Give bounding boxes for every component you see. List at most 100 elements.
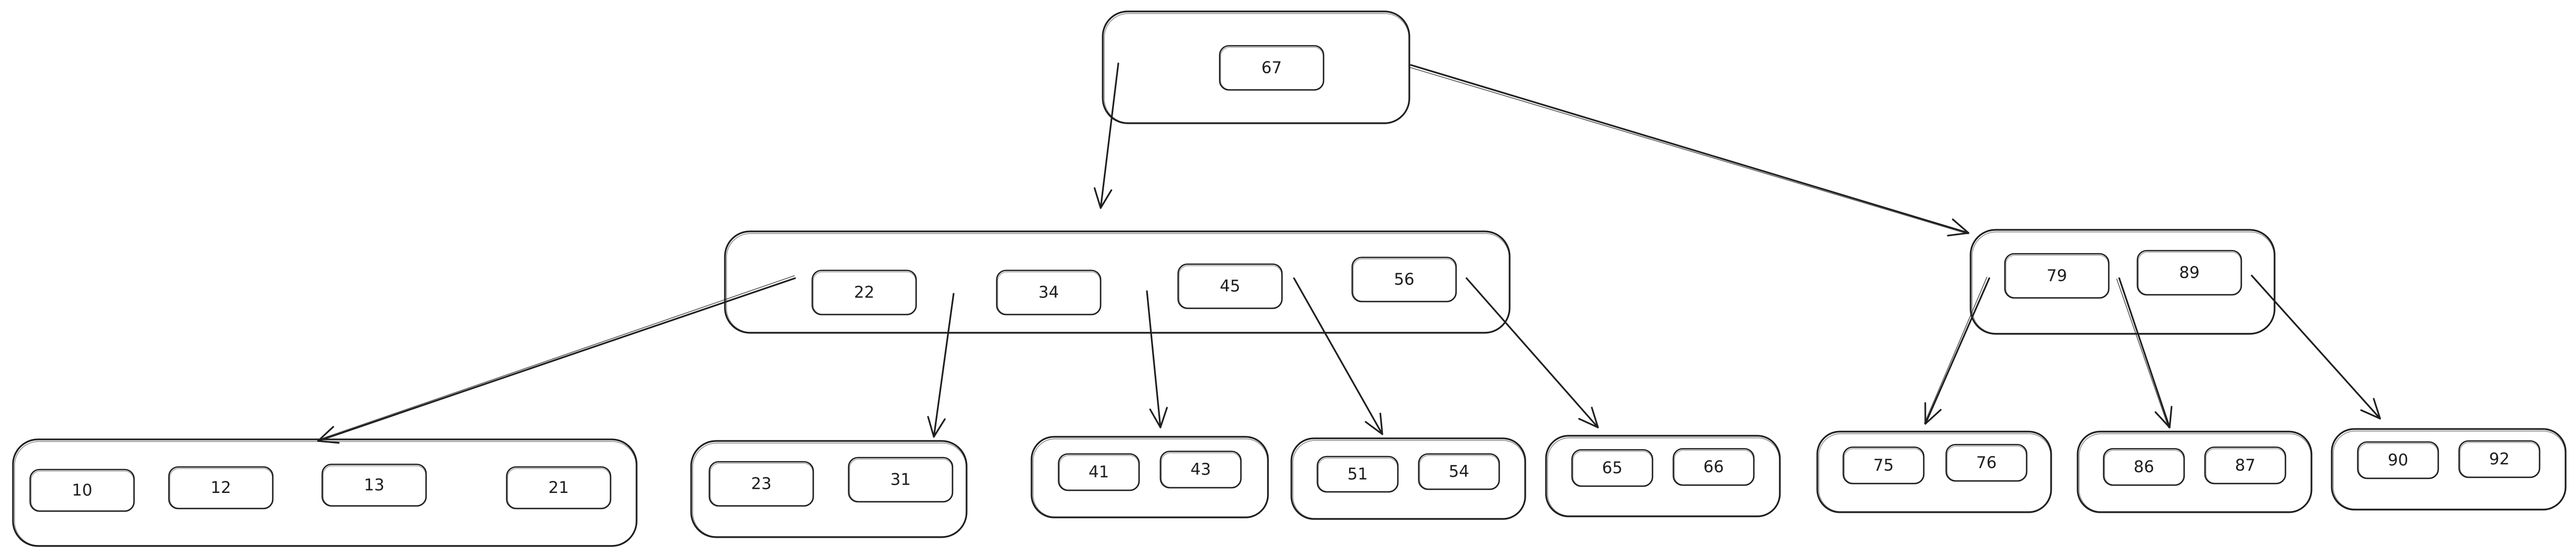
arrow-head-icon <box>927 415 946 438</box>
arrow-head-icon <box>1578 407 1599 428</box>
key-box-sketch <box>1353 258 1456 302</box>
key-label: 79 <box>2046 267 2067 285</box>
key-cell: 54 <box>1418 453 1500 490</box>
arrow-head-icon <box>1924 402 1942 425</box>
edge-internal-left-to-leaf-4 <box>1293 277 1383 435</box>
key-label: 12 <box>210 478 231 497</box>
edge-internal-right-to-leaf-6 <box>1924 277 1990 425</box>
key-label: 23 <box>751 475 771 493</box>
key-cell: 10 <box>29 469 135 512</box>
key-label: 51 <box>1348 465 1368 484</box>
key-box-sketch <box>2205 448 2286 484</box>
key-box-sketch <box>849 459 953 502</box>
key-cell: 43 <box>1159 450 1242 489</box>
key-box <box>2357 441 2439 479</box>
edge-line-double <box>317 275 795 440</box>
node-box-sketch <box>1292 440 1525 519</box>
key-box-sketch <box>1844 448 1924 484</box>
key-label: 41 <box>1089 463 1109 482</box>
edge-line <box>317 277 796 442</box>
edge-line-double <box>1924 277 1988 424</box>
edge-line-double <box>1409 67 1969 235</box>
edge-line <box>1146 290 1161 428</box>
key-label: 43 <box>1191 460 1211 479</box>
key-label: 90 <box>2388 451 2408 470</box>
key-box-sketch <box>2358 443 2438 478</box>
edge-line <box>1410 64 1970 234</box>
key-cell: 22 <box>811 269 917 316</box>
key-cell: 90 <box>2357 441 2439 479</box>
key-cell: 89 <box>2136 250 2242 296</box>
edge-internal-left-to-leaf-1 <box>317 275 796 444</box>
key-box-sketch <box>31 471 134 511</box>
key-box <box>506 466 612 510</box>
key-box <box>1571 449 1654 487</box>
key-box-sketch <box>323 465 426 506</box>
key-label: 54 <box>1449 462 1469 481</box>
tree-node-leaf-7: 86 87 <box>2077 431 2313 513</box>
key-box <box>1418 453 1500 490</box>
node-box <box>1970 229 2276 335</box>
key-cell: 45 <box>1177 263 1283 309</box>
key-cell: 92 <box>2458 440 2541 478</box>
node-box <box>12 438 638 547</box>
key-cell: 66 <box>1672 448 1755 486</box>
key-box-sketch <box>169 468 273 509</box>
node-box-sketch <box>692 443 967 537</box>
arrow-head-icon <box>317 426 340 444</box>
tree-node-root: 67 <box>1102 10 1410 124</box>
node-box <box>1031 436 1269 518</box>
tree-node-leaf-4: 51 54 <box>1290 437 1526 520</box>
key-box-sketch <box>2005 255 2109 298</box>
key-label: 86 <box>2134 458 2154 476</box>
node-box-sketch <box>1972 231 2275 334</box>
key-cell: 79 <box>2004 253 2110 299</box>
tree-node-leaf-6: 75 76 <box>1816 431 2052 513</box>
key-cell: 87 <box>2204 446 2287 485</box>
key-box <box>848 457 954 503</box>
key-cell: 41 <box>1058 453 1140 491</box>
node-box-sketch <box>1033 438 1268 517</box>
key-box-sketch <box>1674 450 1754 485</box>
key-box-sketch <box>1318 458 1398 492</box>
key-box-sketch <box>1220 47 1324 90</box>
key-box <box>1177 263 1283 309</box>
key-label: 92 <box>2489 450 2509 469</box>
key-cell: 21 <box>506 466 612 510</box>
key-label: 45 <box>1220 277 1240 296</box>
key-label: 75 <box>1873 456 1894 475</box>
edge-line <box>1100 62 1119 209</box>
edge-line <box>933 293 955 438</box>
key-box-sketch <box>507 468 611 509</box>
key-label: 66 <box>1703 458 1724 476</box>
key-box-sketch <box>1179 265 1282 308</box>
tree-node-leaf-5: 65 66 <box>1545 435 1781 517</box>
arrow-head-icon <box>2360 398 2381 420</box>
key-box <box>1351 256 1457 303</box>
key-cell: 76 <box>1945 444 2028 482</box>
key-box <box>29 469 135 512</box>
key-cell: 12 <box>168 466 274 510</box>
key-box-sketch <box>2138 252 2241 295</box>
key-label: 65 <box>1602 459 1622 477</box>
node-box <box>2077 431 2313 513</box>
edge-line-double <box>2116 278 2169 428</box>
key-box-sketch <box>2104 450 2184 485</box>
edges-layer <box>317 62 2381 444</box>
key-label: 56 <box>1394 270 1414 289</box>
key-box <box>2458 440 2541 478</box>
node-box <box>1816 431 2052 513</box>
edge-internal-left-to-leaf-2 <box>927 293 955 438</box>
key-box <box>1945 444 2028 482</box>
key-label: 87 <box>2235 456 2255 475</box>
edge-internal-right-to-leaf-7 <box>2116 277 2173 428</box>
key-cell: 56 <box>1351 256 1457 303</box>
key-box <box>1316 456 1399 493</box>
key-label: 10 <box>72 481 92 500</box>
key-box <box>2004 253 2110 299</box>
arrow-head-icon <box>2155 406 2173 428</box>
arrow-head-icon <box>1149 407 1168 428</box>
